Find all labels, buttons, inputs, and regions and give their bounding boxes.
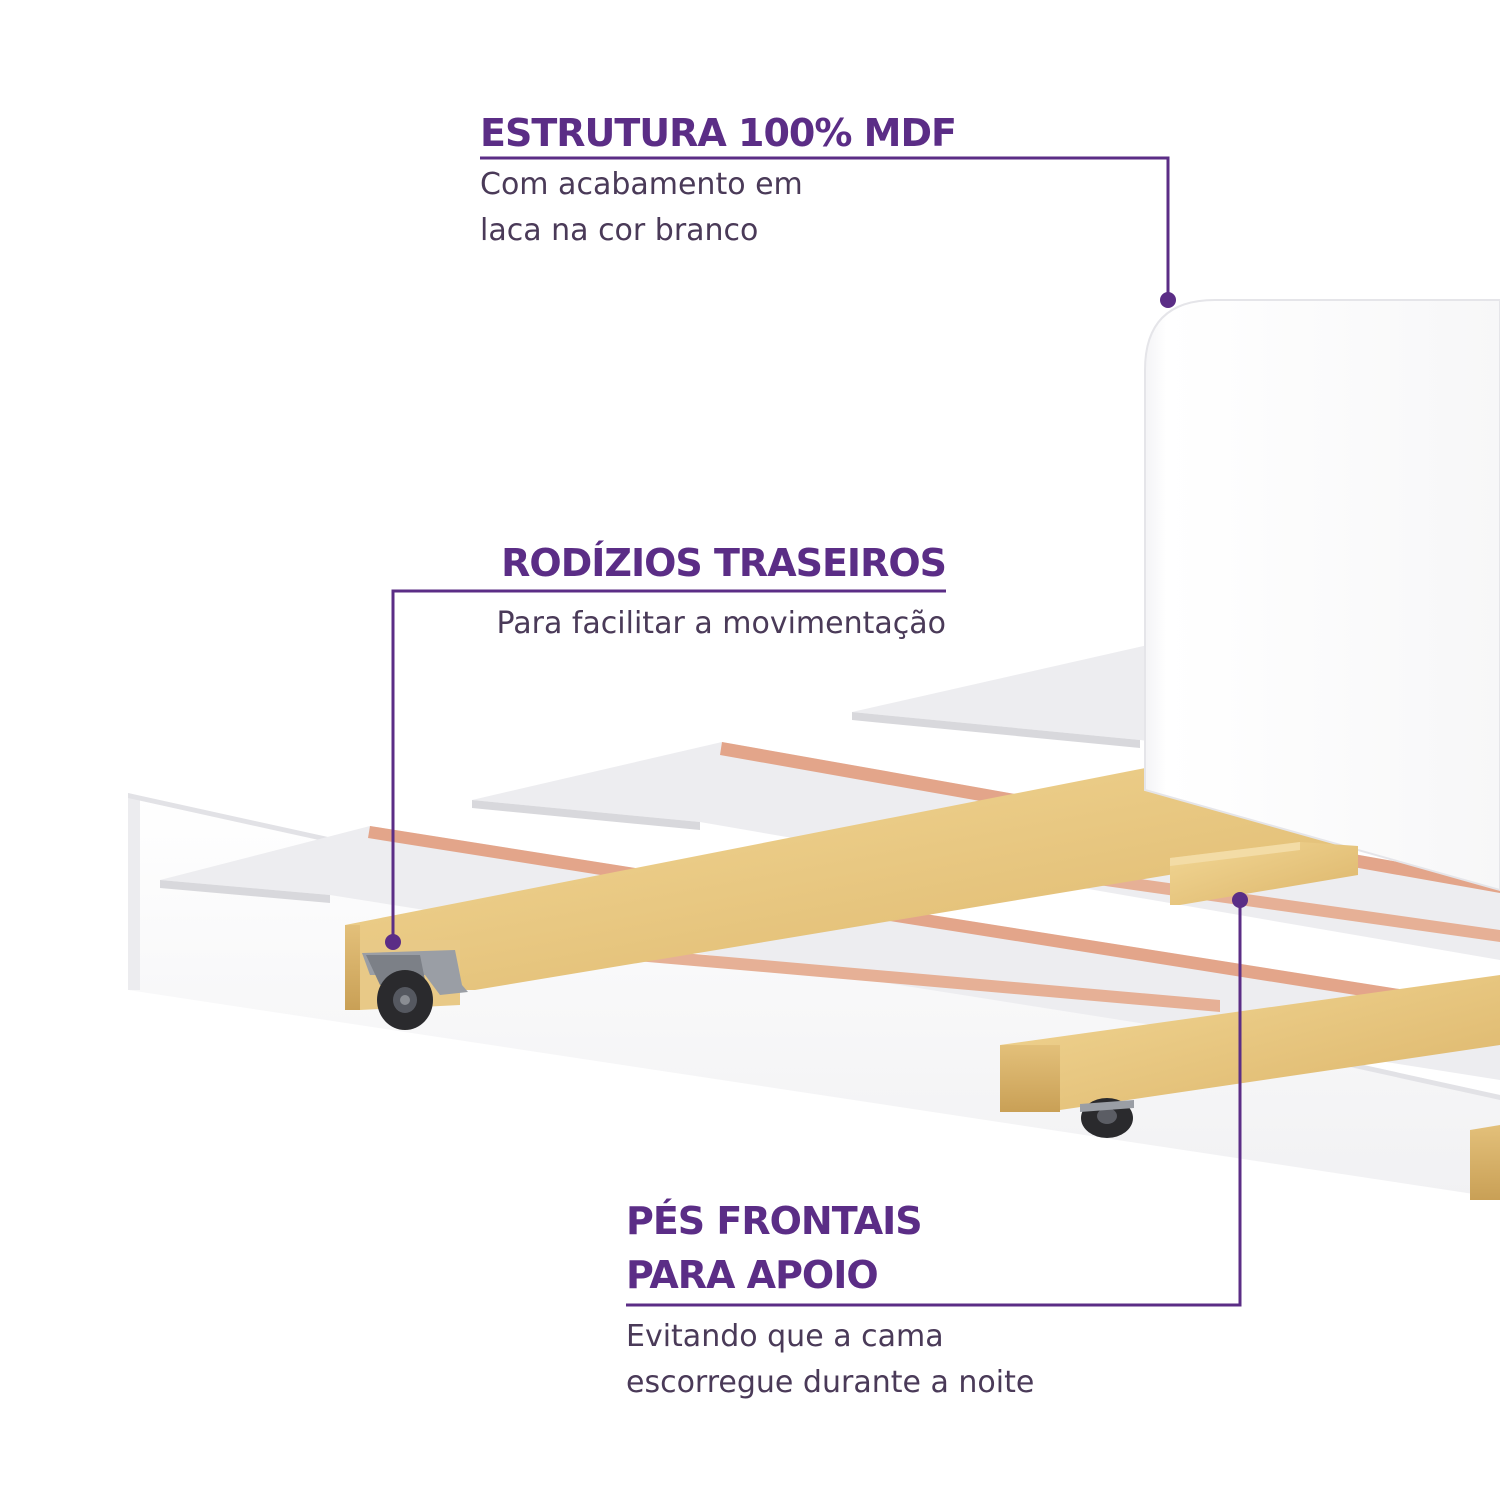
headboard-panel [1144, 299, 1500, 892]
casters-callout-description: Para facilitar a movimentação [496, 606, 946, 641]
front-feet-callout-title: PÉS FRONTAIS PARA APOIO [626, 1194, 923, 1302]
casters-callout-title: RODÍZIOS TRASEIROS [501, 541, 947, 585]
structure-callout-title: ESTRUTURA 100% MDF [480, 111, 957, 155]
front-foot-block [1170, 842, 1358, 905]
front-feet-title-line-2: PARA APOIO [626, 1253, 879, 1297]
callout-line-casters [385, 589, 946, 950]
callout-line-front-feet [626, 892, 1248, 1307]
front-feet-title-line-1: PÉS FRONTAIS [626, 1199, 923, 1243]
caster-wheel-rear [362, 950, 468, 1030]
wood-beam-front [1000, 975, 1500, 1200]
front-feet-desc-line-2: escorregue durante a noite [626, 1365, 1035, 1400]
front-feet-callout-description: Evitando que a cama escorregue durante a… [626, 1314, 1034, 1406]
structure-callout-description: Com acabamento em laca na cor branco [480, 162, 803, 254]
structure-desc-line-2: laca na cor branco [480, 213, 759, 248]
callout-line-structure [480, 156, 1176, 308]
caster-wheel-second [1080, 1098, 1134, 1138]
front-feet-desc-line-1: Evitando que a cama [626, 1319, 944, 1354]
structure-desc-line-1: Com acabamento em [480, 167, 803, 202]
